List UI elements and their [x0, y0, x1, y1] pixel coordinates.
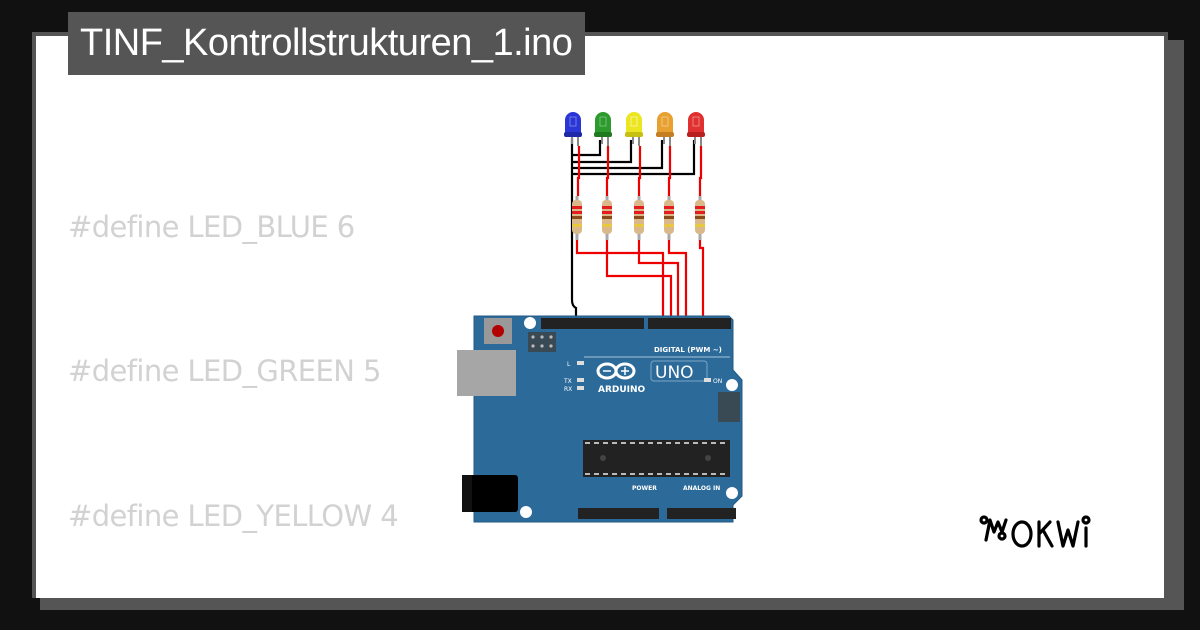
- led-blue: [564, 112, 582, 146]
- code-line: #define LED_GREEN 5: [68, 354, 381, 389]
- code-line: #define LED_BLUE 6: [68, 209, 355, 244]
- digital-header-left: [541, 318, 644, 329]
- led-yellow: [625, 112, 643, 146]
- resistor-4: [664, 196, 674, 240]
- arduino-uno-board: DIGITAL (PWM ~) ARDUINO UNO L TX RX ON P…: [457, 315, 743, 523]
- svg-text:POWER: POWER: [632, 485, 657, 492]
- wokwi-logo: [979, 515, 1091, 548]
- svg-text:ON: ON: [713, 378, 722, 385]
- leds: [564, 112, 705, 146]
- svg-text:TX: TX: [563, 378, 572, 385]
- led-green: [594, 112, 612, 146]
- arduino-infinity-logo: [596, 362, 636, 380]
- led-red: [687, 112, 705, 146]
- code-preview: #define LED_BLUE 6 #define LED_GREEN 5 #…: [68, 106, 403, 598]
- power-jack: [462, 475, 518, 512]
- project-title: TINF_Kontrollstrukturen_1.ino: [68, 12, 586, 75]
- led-orange: [656, 112, 674, 146]
- resistor-1: [572, 196, 582, 240]
- usb-port: [457, 350, 516, 396]
- svg-text:RX: RX: [564, 386, 572, 393]
- resistor-3: [634, 196, 644, 240]
- analog-header: [667, 508, 736, 519]
- resistor-2: [602, 196, 612, 240]
- signal-wires: [575, 146, 705, 324]
- arduino-label: ARDUINO: [598, 385, 646, 395]
- ground-wires: [570, 138, 696, 326]
- uno-label: UNO: [655, 363, 694, 383]
- code-line: #define LED_YELLOW 4: [68, 499, 399, 534]
- power-header: [578, 508, 659, 519]
- resistor-5: [695, 196, 705, 240]
- svg-text:ANALOG IN: ANALOG IN: [683, 485, 720, 492]
- digital-header-right: [648, 318, 731, 329]
- resistors: [572, 196, 705, 240]
- svg-text:L: L: [567, 361, 571, 368]
- digital-label: DIGITAL (PWM ~): [654, 346, 722, 354]
